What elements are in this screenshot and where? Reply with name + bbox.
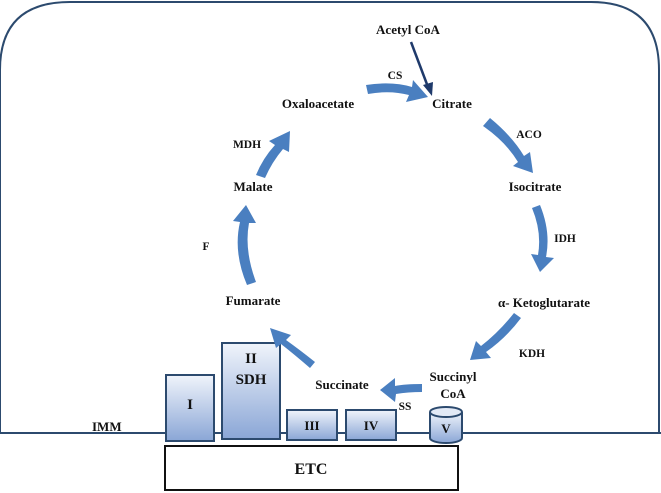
complex-i [165,374,215,442]
arrow-succinylcoa-to-succinate [380,378,422,402]
enzyme-idh-label: IDH [554,233,576,245]
complex-iii-label: III [304,418,319,433]
enzyme-kdh-label: KDH [519,348,545,360]
complex-v [429,406,463,444]
arrow-citrate-to-isocitrate [483,118,533,173]
enzyme-cs-label: CS [388,70,403,82]
arrow-akg-to-succinylcoa [470,313,521,360]
complex-ii-sdh [221,342,281,440]
arrow-oaa-to-citrate [366,80,428,102]
complex-i-label: I [187,397,193,413]
etc-label: ETC [295,461,328,478]
arrow-fumarate-to-malate [233,205,256,285]
sdh-label: SDH [236,372,267,388]
isocitrate-label: Isocitrate [509,179,562,194]
complex-v-label: V [441,421,451,436]
imm-label: IMM [92,419,122,434]
etc-box [164,445,459,491]
arrow-acetylcoa-to-citrate [409,41,433,96]
arrow-malate-to-oaa [256,131,290,178]
mitochondrion-outline [0,1,660,433]
arrow-isocitrate-to-akg [531,205,554,272]
oxaloacetate-label: Oxaloacetate [282,96,354,111]
acetyl-coa-label: Acetyl CoA [376,22,441,37]
succinate-label: Succinate [315,377,369,392]
succinyl-coa-label-1: Succinyl [430,369,477,384]
malate-label: Malate [234,179,273,194]
arrow-succinate-to-fumarate [270,328,315,368]
complex-iii [286,409,338,441]
enzyme-aco-label: ACO [516,129,542,141]
enzyme-ss-label: SS [399,401,412,413]
enzyme-mdh-label: MDH [233,139,261,151]
complex-iv-label: IV [364,418,379,433]
enzyme-f-label: F [202,241,209,253]
complex-iv [345,409,397,441]
citrate-label: Citrate [432,96,472,111]
complex-ii-label: II [245,351,257,367]
succinyl-coa-label-2: CoA [440,386,466,401]
ketoglutarate-label: α- Ketoglutarate [498,295,590,310]
fumarate-label: Fumarate [226,293,281,308]
